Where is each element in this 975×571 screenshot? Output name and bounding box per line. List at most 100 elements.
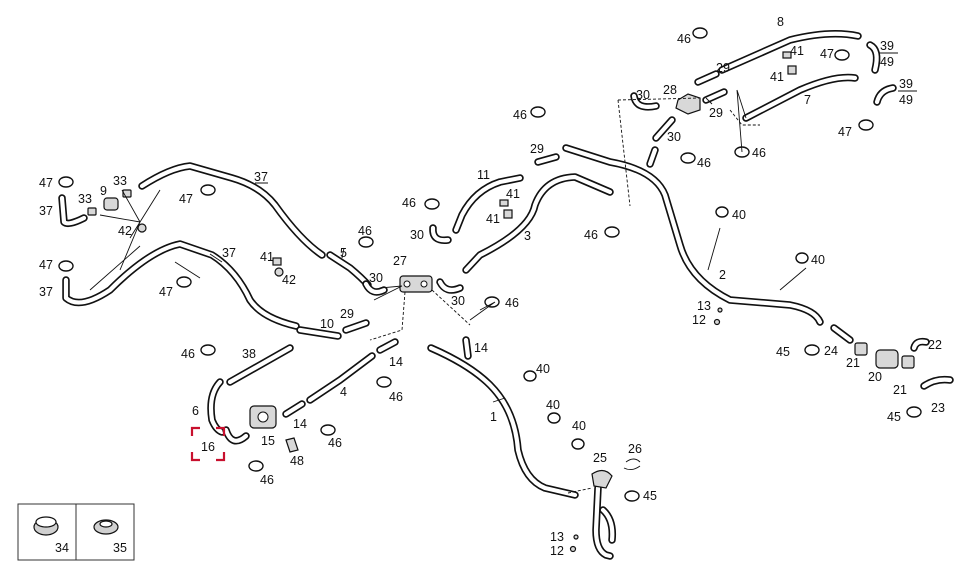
clamp-47-l3[interactable] bbox=[200, 184, 216, 196]
callout-47: 47 bbox=[838, 125, 852, 139]
callout-34: 34 bbox=[55, 541, 69, 555]
clamp-46-h[interactable] bbox=[200, 344, 216, 356]
clamp-47-l1[interactable] bbox=[58, 176, 74, 188]
callout-42: 42 bbox=[282, 273, 296, 287]
fitting-41-c[interactable] bbox=[499, 199, 509, 207]
callout-15: 15 bbox=[261, 434, 275, 448]
callout-37: 37 bbox=[222, 246, 236, 260]
clamp-45-c[interactable] bbox=[624, 490, 640, 502]
selection-bracket-16[interactable] bbox=[190, 426, 226, 462]
fitting-41-e[interactable] bbox=[272, 257, 282, 266]
fitting-41-b[interactable] bbox=[787, 65, 797, 75]
callout-3: 3 bbox=[524, 229, 531, 243]
callout-40: 40 bbox=[546, 398, 560, 412]
clamp-46-f[interactable] bbox=[424, 198, 440, 210]
fitting-33[interactable] bbox=[87, 207, 97, 216]
callout-41: 41 bbox=[486, 212, 500, 226]
clamp-47-mid[interactable] bbox=[858, 119, 874, 131]
callout-39: 39 bbox=[880, 39, 894, 53]
callout-29: 29 bbox=[709, 106, 723, 120]
callout-47: 47 bbox=[39, 176, 53, 190]
clamp-40-d[interactable] bbox=[547, 412, 561, 424]
callout-49: 49 bbox=[880, 55, 894, 69]
callout-28: 28 bbox=[663, 83, 677, 97]
callout-49: 49 bbox=[899, 93, 913, 107]
clip-26[interactable] bbox=[623, 458, 641, 471]
fitting-21-a[interactable] bbox=[854, 342, 868, 356]
callout-37: 37 bbox=[39, 285, 53, 299]
callout-40: 40 bbox=[811, 253, 825, 267]
callout-40: 40 bbox=[536, 362, 550, 376]
clamp-40-a[interactable] bbox=[715, 206, 729, 218]
callout-48: 48 bbox=[290, 454, 304, 468]
callout-46: 46 bbox=[677, 32, 691, 46]
clamp-40-c[interactable] bbox=[523, 370, 537, 382]
callout-41: 41 bbox=[770, 70, 784, 84]
clamps bbox=[58, 27, 922, 502]
fitting-41-a[interactable] bbox=[782, 51, 792, 59]
callout-37: 37 bbox=[254, 170, 268, 184]
callout-40: 40 bbox=[732, 208, 746, 222]
hose-7[interactable] bbox=[742, 73, 859, 122]
callout-14: 14 bbox=[389, 355, 403, 369]
manifold-27[interactable] bbox=[399, 275, 433, 293]
hose-2[interactable] bbox=[562, 144, 824, 326]
callout-46: 46 bbox=[584, 228, 598, 242]
screw-13-b[interactable] bbox=[573, 534, 579, 540]
clamp-47-l4[interactable] bbox=[176, 276, 192, 288]
inset-box bbox=[17, 503, 135, 561]
callout-16[interactable]: 16 bbox=[201, 440, 215, 454]
callout-24: 24 bbox=[824, 344, 838, 358]
clip-48[interactable] bbox=[285, 437, 299, 453]
clamp-40-e[interactable] bbox=[571, 438, 585, 450]
callout-42: 42 bbox=[118, 224, 132, 238]
fitting-42-b[interactable] bbox=[137, 223, 147, 233]
callout-29: 29 bbox=[340, 307, 354, 321]
fitting-41-d[interactable] bbox=[503, 209, 513, 219]
callout-46: 46 bbox=[328, 436, 342, 450]
callout-46: 46 bbox=[181, 347, 195, 361]
clamp-46-k[interactable] bbox=[248, 460, 264, 472]
callout-47: 47 bbox=[159, 285, 173, 299]
callout-30: 30 bbox=[451, 294, 465, 308]
clamp-46-i[interactable] bbox=[376, 376, 392, 388]
connector-28[interactable] bbox=[675, 93, 701, 115]
callout-45: 45 bbox=[776, 345, 790, 359]
clamp-45-a[interactable] bbox=[804, 344, 820, 356]
callout-46: 46 bbox=[389, 390, 403, 404]
callout-33: 33 bbox=[78, 192, 92, 206]
grommet-34-icon[interactable] bbox=[33, 516, 59, 536]
elbow-25[interactable] bbox=[591, 469, 613, 489]
callout-21: 21 bbox=[893, 383, 907, 397]
valve-20[interactable] bbox=[875, 349, 899, 369]
callout-10: 10 bbox=[320, 317, 334, 331]
clamp-46-j[interactable] bbox=[320, 424, 336, 436]
clamp-47-l2[interactable] bbox=[58, 260, 74, 272]
clamp-40-b[interactable] bbox=[795, 252, 809, 264]
clamp-46-c[interactable] bbox=[530, 106, 546, 118]
callout-46: 46 bbox=[752, 146, 766, 160]
clamp-47-top[interactable] bbox=[834, 49, 850, 61]
hoses bbox=[58, 30, 954, 560]
fitting-42-a[interactable] bbox=[274, 267, 284, 277]
callout-26: 26 bbox=[628, 442, 642, 456]
callout-39: 39 bbox=[899, 77, 913, 91]
callout-25: 25 bbox=[593, 451, 607, 465]
grommet-35-icon[interactable] bbox=[93, 519, 119, 535]
clamp-46-d[interactable] bbox=[604, 226, 620, 238]
clamp-45-b[interactable] bbox=[906, 406, 922, 418]
fitting-9[interactable] bbox=[103, 197, 119, 211]
clamp-46-g[interactable] bbox=[484, 296, 500, 308]
clamp-46-top[interactable] bbox=[692, 27, 708, 39]
screw-12-a[interactable] bbox=[713, 318, 721, 326]
callout-13: 13 bbox=[550, 530, 564, 544]
fitting-21-b[interactable] bbox=[901, 355, 915, 369]
clamp-46-e[interactable] bbox=[358, 236, 374, 248]
clamp-46-b[interactable] bbox=[680, 152, 696, 164]
screw-13-a[interactable] bbox=[717, 307, 723, 313]
callout-12: 12 bbox=[550, 544, 564, 558]
callout-40: 40 bbox=[572, 419, 586, 433]
callout-41: 41 bbox=[790, 44, 804, 58]
screw-12-b[interactable] bbox=[569, 545, 577, 553]
